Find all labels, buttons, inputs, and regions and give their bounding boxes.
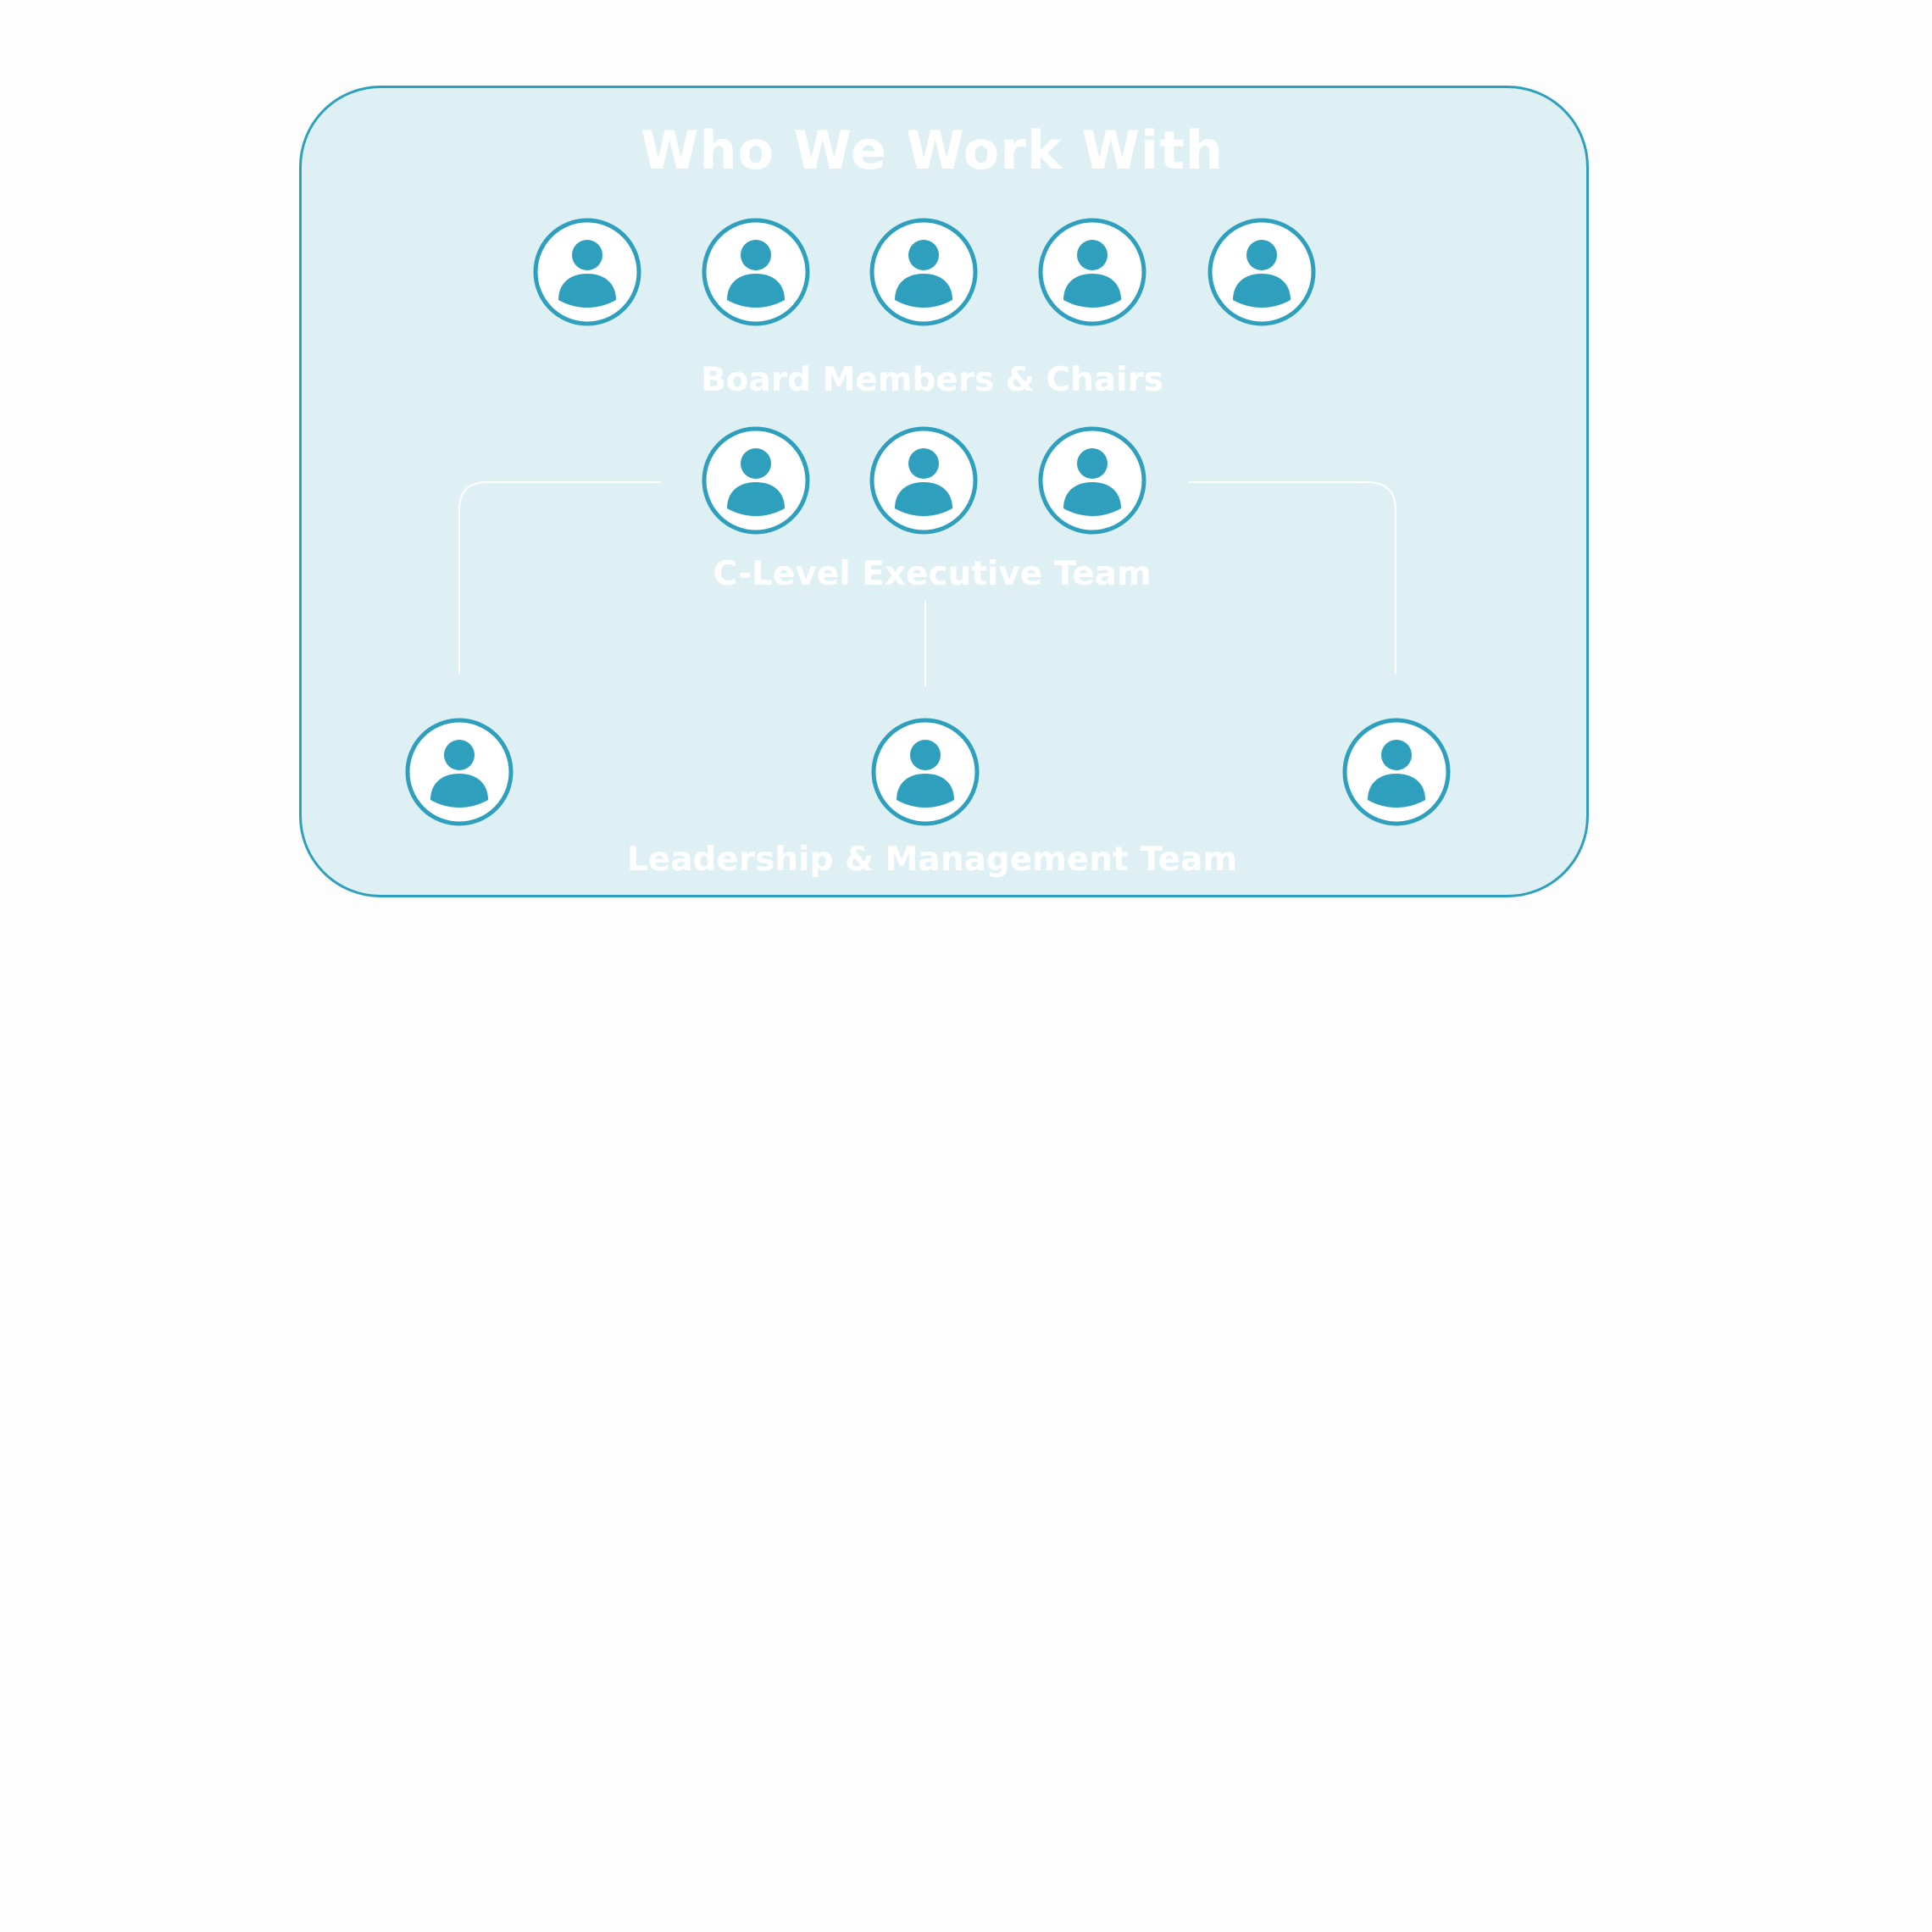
board-member-avatar-icon: [1207, 217, 1317, 327]
board-members-label: Board Members & Chairs: [701, 361, 1163, 399]
leader-avatar-icon: [870, 717, 980, 827]
executive-avatar-icon: [1037, 425, 1147, 536]
leader-avatar-icon: [1341, 717, 1452, 827]
leader-avatar-icon: [404, 717, 514, 827]
board-member-avatar-icon: [1037, 217, 1147, 327]
executive-avatar-icon: [701, 425, 811, 536]
board-member-avatar-icon: [701, 217, 811, 327]
c-level-executive-label: C-Level Executive Team: [713, 555, 1152, 593]
diagram-title: Who We Work With: [640, 119, 1224, 181]
executive-avatar-icon: [869, 425, 979, 536]
board-member-avatar-icon: [532, 217, 642, 327]
leadership-management-label: Leadership & Management Team: [626, 841, 1238, 879]
board-member-avatar-icon: [869, 217, 979, 327]
